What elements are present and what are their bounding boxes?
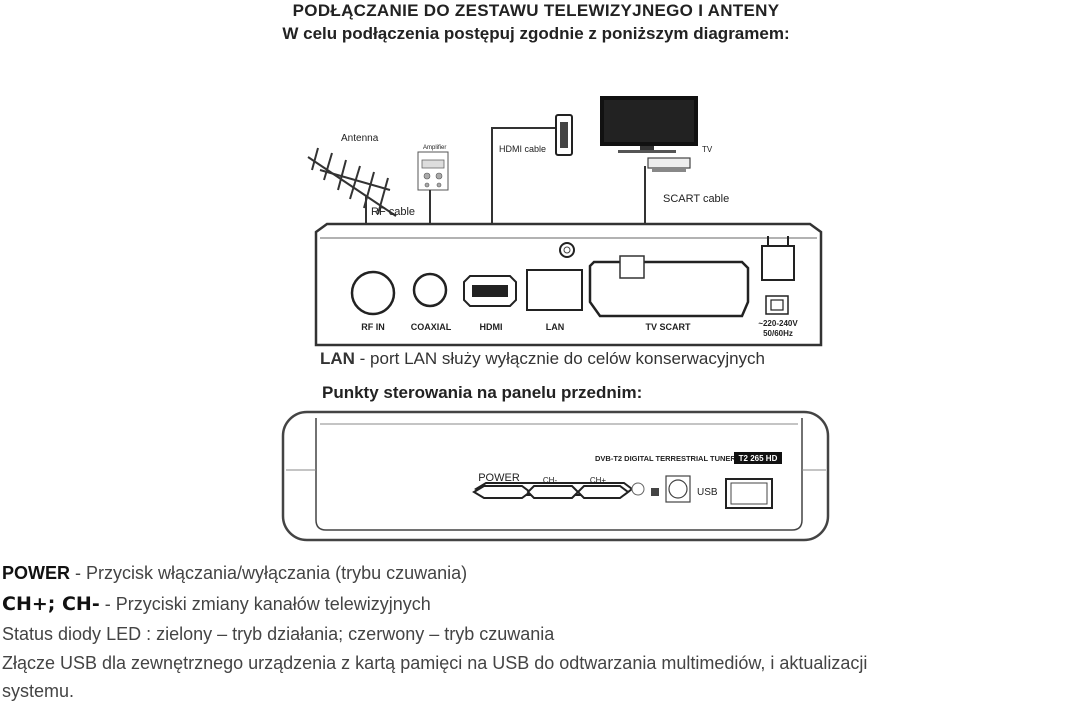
- model-text: DVB-T2 DIGITAL TERRESTRIAL TUNER: [595, 454, 736, 463]
- legend-power-text: - Przycisk włączania/wyłączania (trybu c…: [70, 563, 468, 583]
- ch-minus-button-label: CH-: [543, 476, 558, 485]
- hdmi-connector-icon: [555, 114, 573, 156]
- amplifier-label: Amplifier: [423, 145, 446, 151]
- lan-port: [526, 269, 583, 311]
- scart-plug-icon: [647, 157, 691, 172]
- rf-in-port: [350, 270, 396, 316]
- model-badge-text: T2 265 HD: [739, 454, 778, 463]
- usb-label: USB: [697, 487, 718, 498]
- lan-note: LAN - port LAN służy wyłącznie do celów …: [320, 349, 765, 369]
- antenna-label: Antenna: [341, 133, 379, 144]
- power-button[interactable]: [472, 485, 532, 499]
- legend-channel: CH+; CH- - Przyciski zmiany kanałów tele…: [2, 593, 431, 615]
- usb-port[interactable]: [725, 478, 773, 509]
- rf-in-label: RF IN: [361, 322, 385, 332]
- legend-channel-text: - Przyciski zmiany kanałów telewizyjnych: [99, 594, 431, 614]
- lan-label: LAN: [546, 322, 565, 332]
- ch-plus-button-label: CH+: [590, 476, 607, 485]
- receiver-front-panel: [281, 410, 830, 542]
- coaxial-label: COAXIAL: [411, 322, 452, 332]
- coaxial-port: [412, 272, 448, 308]
- legend-usb-line2: systemu.: [2, 681, 75, 701]
- model-badge: [734, 452, 782, 464]
- hdmi-cable-label: HDMI cable: [499, 144, 546, 154]
- amplifier-icon: [417, 151, 449, 191]
- power-voltage-label: ~220-240V: [758, 319, 798, 328]
- tv-label: TV: [702, 145, 713, 154]
- ch-plus-button[interactable]: [576, 485, 630, 499]
- legend-channel-term: CH+; CH-: [2, 593, 100, 615]
- page-subtitle: W celu podłączenia postępuj zgodnie z po…: [282, 24, 790, 43]
- legend-power: POWER - Przycisk włączania/wyłączania (t…: [2, 563, 467, 584]
- tv-scart-port: [588, 255, 750, 318]
- ir-sensor-icon: [651, 488, 659, 496]
- display-window-lens: [668, 479, 688, 499]
- front-panel-heading: Punkty sterowania na panelu przednim:: [322, 383, 643, 402]
- lan-note-term: LAN: [320, 349, 355, 368]
- page-title: PODŁĄCZANIE DO ZESTAWU TELEWIZYJNEGO I A…: [292, 1, 780, 20]
- legend-power-term: POWER: [2, 563, 71, 583]
- ch-minus-button[interactable]: [526, 485, 580, 499]
- hdmi-label: HDMI: [480, 322, 503, 332]
- status-led-icon: [631, 482, 645, 496]
- tv-icon: [600, 96, 698, 153]
- power-frequency-label: 50/60Hz: [763, 329, 793, 338]
- hdmi-port: [463, 275, 517, 307]
- center-screw: [559, 242, 575, 258]
- scart-cable-label: SCART cable: [663, 193, 729, 205]
- lan-note-text: - port LAN służy wyłącznie do celów kons…: [354, 349, 766, 368]
- tv-scart-label: TV SCART: [646, 322, 692, 332]
- rf-cable-label: RF cable: [371, 206, 415, 218]
- antenna-icon: [307, 147, 397, 232]
- legend-usb-line1: Złącze USB dla zewnętrznego urządzenia z…: [2, 653, 868, 673]
- power-button-label: POWER: [478, 472, 520, 484]
- legend-led: Status diody LED : zielony – tryb działa…: [2, 624, 555, 644]
- power-cord-icon: [761, 236, 795, 315]
